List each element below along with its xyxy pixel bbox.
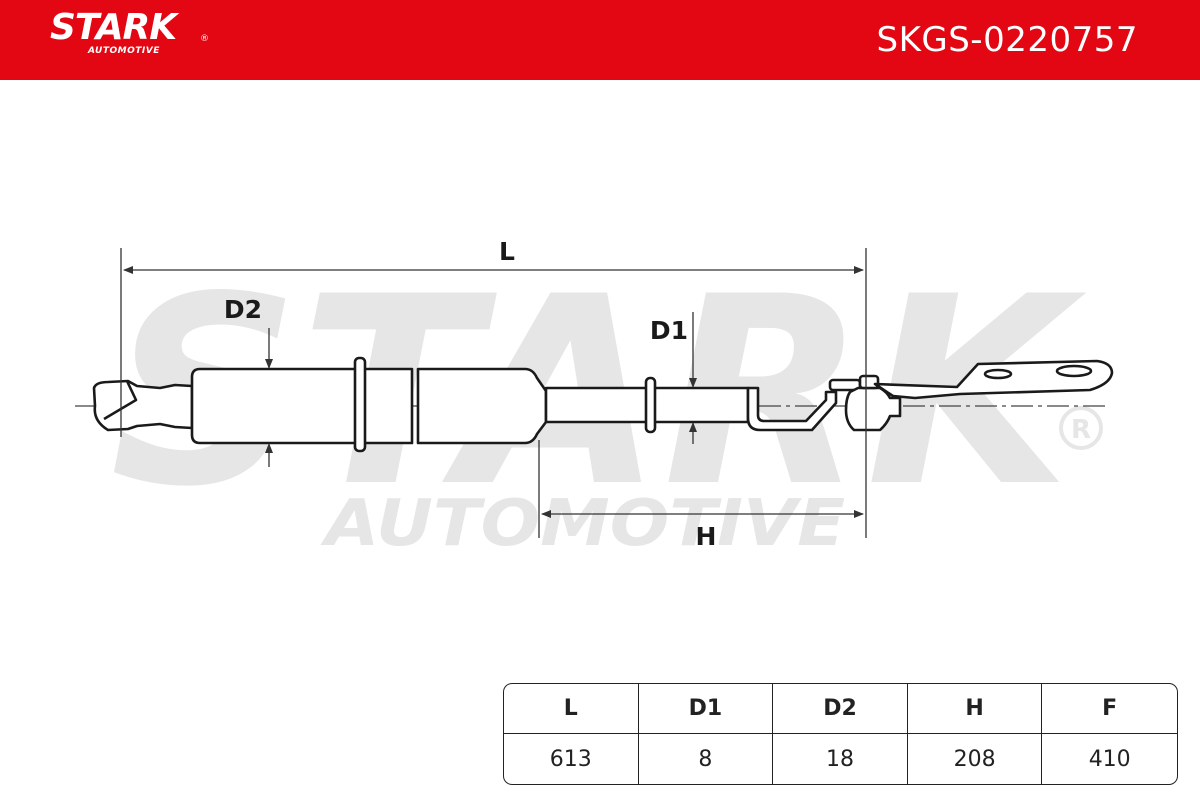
mounting-hole-2 — [1055, 364, 1093, 378]
dimension-labels: L D2 D1 H — [224, 237, 717, 551]
mounting-hole-1 — [983, 368, 1013, 380]
label-d2: D2 — [224, 295, 262, 324]
mounting-plate — [873, 359, 1114, 400]
watermark-registered-letter: R — [1071, 415, 1091, 445]
label-l: L — [499, 237, 515, 266]
watermark-registered-icon — [1059, 406, 1103, 450]
value-cell-f: 410 — [1088, 746, 1131, 772]
header-cell-h: H — [907, 684, 1043, 734]
value-cell-l: 613 — [504, 734, 639, 784]
value-cell-d1: 8 — [639, 734, 774, 784]
dimension-lines — [120, 248, 867, 538]
header-bar — [0, 0, 1200, 80]
brand-logo-text: STARK — [50, 7, 177, 48]
cylinder-body — [190, 367, 414, 445]
label-d1: D1 — [650, 316, 688, 345]
part-number: SKGS-0220757 — [876, 20, 1138, 60]
offset-bracket — [746, 386, 838, 432]
dimensions-table: L D1 D2 H F 613 8 18 208 410 — [503, 683, 1178, 785]
end-fitting-hook — [103, 380, 138, 421]
watermark-sub: AUTOMOTIVE — [320, 487, 845, 561]
header-cell-d1: D1 — [638, 684, 774, 734]
header: STARK ® AUTOMOTIVE SKGS-0220757 — [0, 0, 1200, 80]
label-h: H — [696, 522, 717, 551]
value-cell-h: 208 — [908, 734, 1043, 784]
brand-logo-sub: AUTOMOTIVE — [88, 46, 160, 56]
header-cell-d2: D2 — [773, 684, 908, 734]
cylinder-sleeve — [416, 367, 548, 445]
gas-spring — [92, 356, 1114, 453]
brand-logo: STARK ® AUTOMOTIVE — [50, 7, 209, 57]
ball-joint-neck — [858, 374, 880, 390]
brand-registered-mark: ® — [200, 34, 209, 44]
end-fitting — [92, 379, 194, 432]
cylinder-ring — [353, 356, 367, 453]
header-cell-l: L — [504, 684, 639, 734]
rod-ring — [644, 376, 657, 434]
header-cell-f: F — [1042, 684, 1177, 734]
value-cell-d2: 18 — [773, 734, 908, 784]
